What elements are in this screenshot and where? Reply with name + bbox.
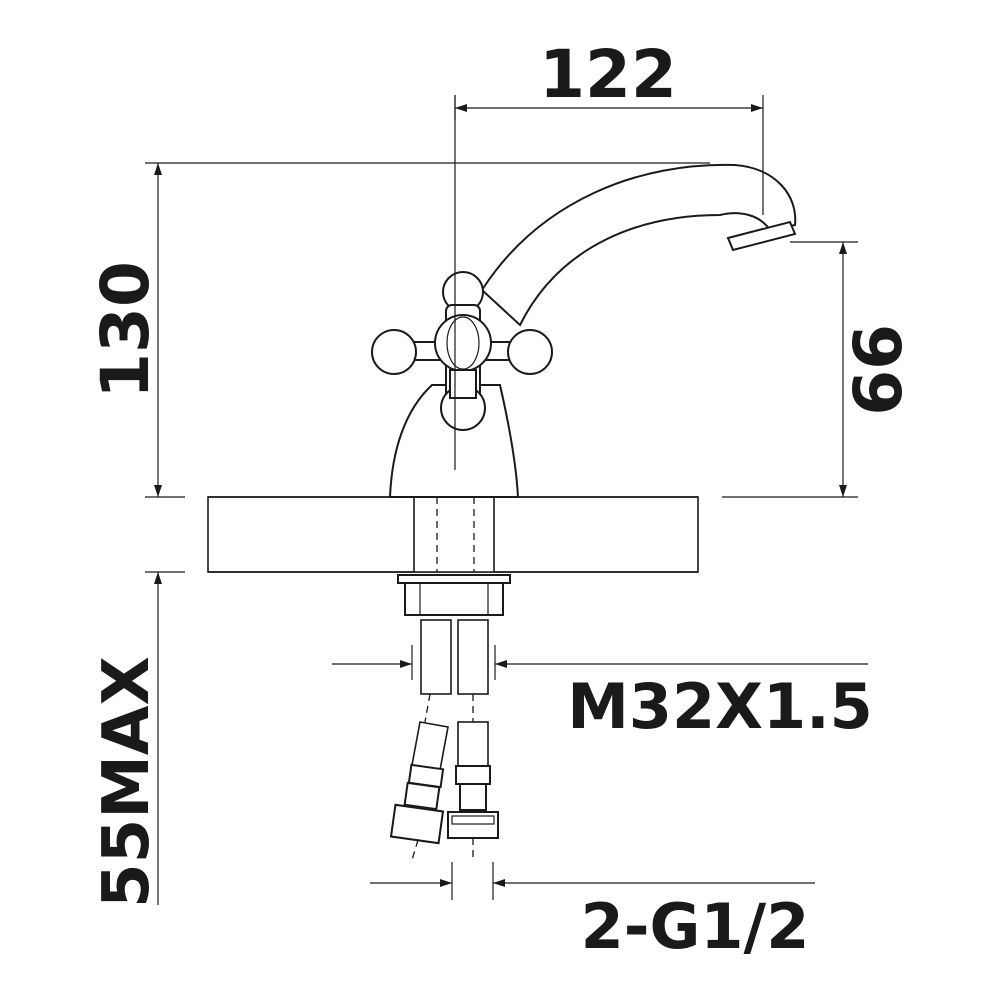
supply-hose-right xyxy=(447,619,499,862)
cross-handle xyxy=(371,271,553,431)
supply-hose-left xyxy=(389,619,452,861)
dimension-overall-height: 130 xyxy=(87,162,710,498)
dimension-shank-thread: M32X1.5 xyxy=(332,645,873,743)
shank-thread-label: M32X1.5 xyxy=(567,670,873,743)
dimension-spout-reach: 122 xyxy=(454,36,764,215)
faucet-body xyxy=(388,163,797,498)
dimension-max-deck-thickness: 55MAX xyxy=(90,571,185,908)
dimension-spout-height: 99 xyxy=(722,241,914,498)
mounting-nut xyxy=(397,574,511,616)
max-deck-thickness-label: 55MAX xyxy=(90,656,164,908)
spout-height-label: 99 xyxy=(837,324,914,416)
spout-reach-label: 122 xyxy=(539,36,677,113)
overall-height-label: 130 xyxy=(87,261,164,399)
supply-connections-label: 2-G1/2 xyxy=(581,890,810,963)
dimension-supply-connections: 2-G1/2 xyxy=(370,862,815,963)
countertop-section xyxy=(207,496,699,573)
